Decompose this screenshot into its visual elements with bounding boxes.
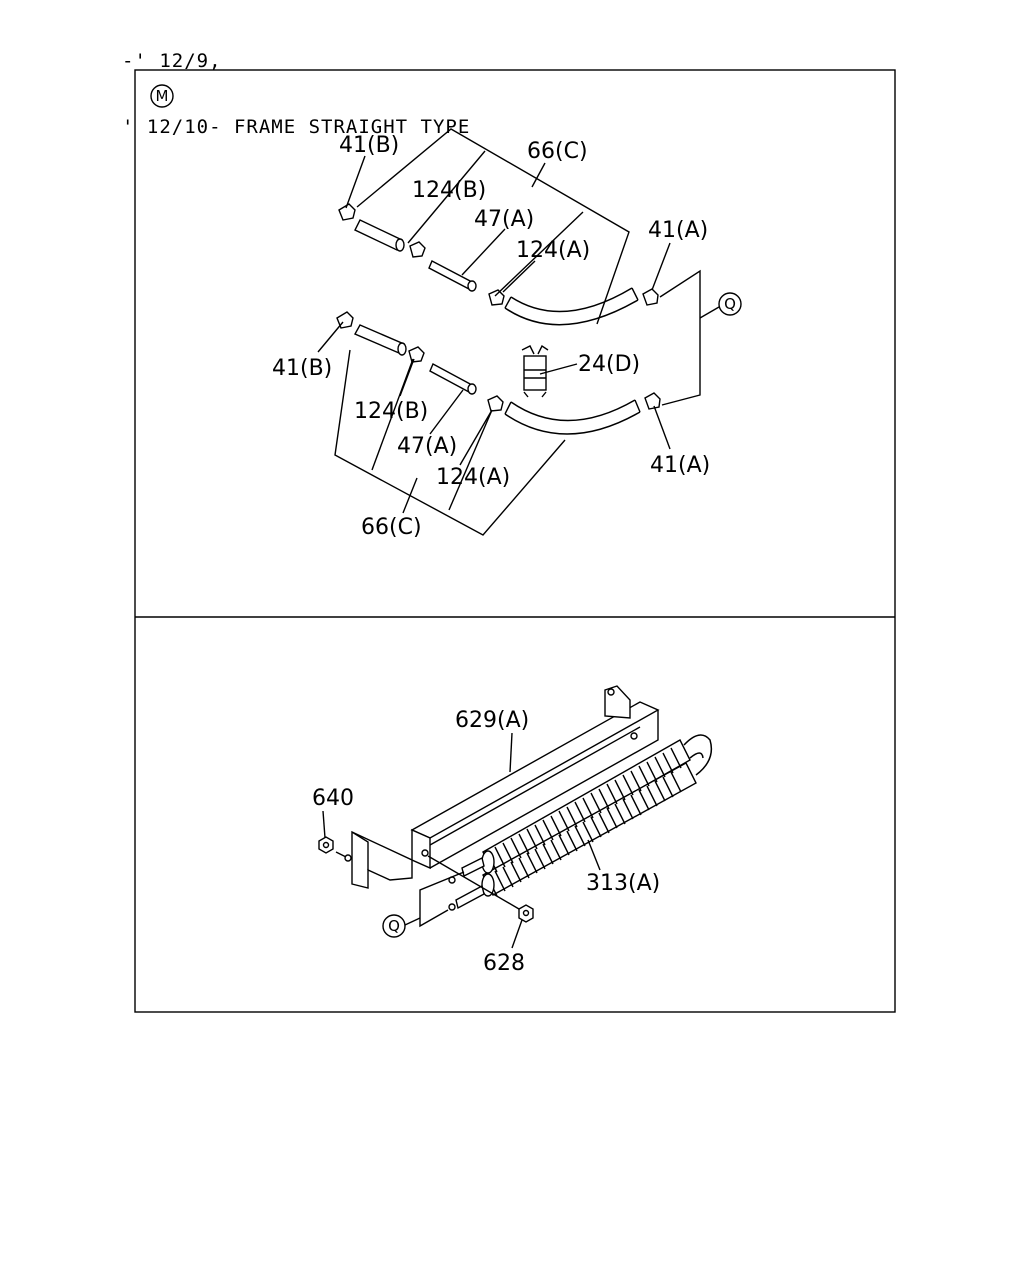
lower-hose-assembly <box>336 311 661 435</box>
leader-640 <box>322 810 326 839</box>
leader-66c-upper <box>531 162 546 188</box>
label-124a-upper: 124(A) <box>516 238 590 263</box>
bracket-629a <box>351 685 660 889</box>
short-tube-upper <box>354 219 403 251</box>
upper-hose-assembly <box>338 203 659 326</box>
pipe-47a-upper <box>428 260 473 290</box>
marker-q-upper-text: Q <box>724 295 736 313</box>
header-line-1: -' 12/9, <box>122 50 222 72</box>
marker-m-text: M <box>156 87 169 105</box>
label-629a: 629(A) <box>455 708 529 733</box>
q-connector-lower <box>419 871 465 928</box>
oil-cooler-assembly <box>318 685 713 923</box>
leader-24d <box>539 363 578 375</box>
clamp-24d <box>521 344 549 398</box>
marker-q-lower-text: Q <box>388 917 400 935</box>
leader-41a-upper <box>651 242 671 291</box>
cooler-313a <box>448 734 713 911</box>
clip-124b-lower <box>408 346 425 363</box>
clip-41a-lower <box>644 392 661 410</box>
label-47a-lower: 47(A) <box>397 434 457 459</box>
leader-124a-upper <box>502 260 536 293</box>
label-124b-upper: 124(B) <box>412 178 486 203</box>
clip-124a-lower <box>487 395 504 412</box>
label-24d: 24(D) <box>578 352 640 377</box>
leader-629a <box>509 732 513 773</box>
clip-41a-upper <box>642 288 659 306</box>
leader-41b-upper <box>345 155 366 209</box>
label-66c-upper: 66(C) <box>527 139 588 164</box>
pipe-47a-lower <box>429 363 473 393</box>
leader-124a-lower <box>459 409 493 466</box>
label-124b-lower: 124(B) <box>354 399 428 424</box>
leader-bracket-66c-upper <box>356 128 630 325</box>
short-tube-lower <box>354 324 405 354</box>
leader-41b-lower <box>317 321 344 353</box>
label-66c-lower: 66(C) <box>361 515 422 540</box>
label-124a-lower: 124(A) <box>436 465 510 490</box>
label-41a-lower: 41(A) <box>650 453 710 478</box>
leader-47a-upper <box>461 228 506 276</box>
hose-66c-lower <box>504 411 641 435</box>
leader-66c-lower <box>402 477 418 514</box>
hose-66c-upper <box>504 299 639 326</box>
marker-q-upper: Q <box>718 292 742 316</box>
leader-313a <box>587 839 601 871</box>
clip-124a-upper <box>488 289 505 306</box>
nut-640 <box>318 836 429 862</box>
label-47a-upper: 47(A) <box>474 207 534 232</box>
diagram-frame <box>134 69 896 1013</box>
leader-47a-lower <box>429 389 464 435</box>
leader-41a-lower <box>653 405 671 450</box>
label-628: 628 <box>483 951 525 976</box>
nut-628 <box>427 855 534 923</box>
label-41b-lower: 41(B) <box>272 356 332 381</box>
marker-m: M <box>150 84 174 108</box>
leader-124b-lower <box>399 358 415 397</box>
leader-628 <box>511 919 523 949</box>
leader-bracket-66c-lower <box>334 349 566 536</box>
label-313a: 313(A) <box>586 871 660 896</box>
q-connector-upper <box>659 269 701 406</box>
label-640: 640 <box>312 786 354 811</box>
label-41a-upper: 41(A) <box>648 218 708 243</box>
clip-124b-upper <box>409 241 426 258</box>
label-41b-upper: 41(B) <box>339 133 399 158</box>
marker-q-lower: Q <box>382 914 406 938</box>
